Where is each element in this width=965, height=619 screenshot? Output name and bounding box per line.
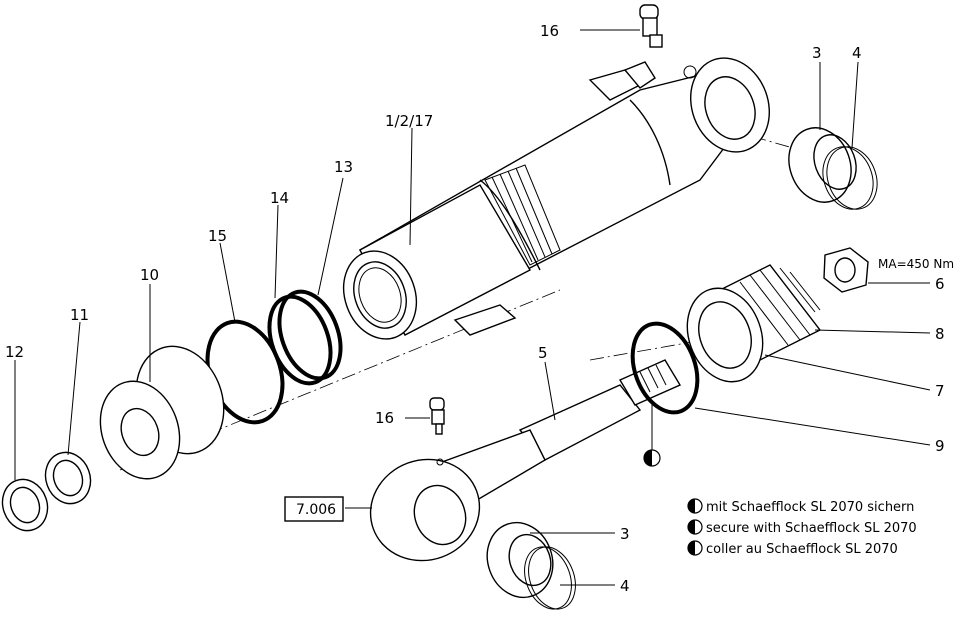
label-3-top: 3 — [812, 44, 822, 62]
cylinder-tube — [342, 61, 761, 340]
upper-eye — [683, 57, 771, 153]
piston — [686, 264, 822, 383]
legend: mit Schaefflock SL 2070 sichern secure w… — [687, 498, 917, 557]
label-12: 12 — [5, 343, 24, 361]
legend-line-de: mit Schaefflock SL 2070 sichern — [706, 500, 914, 515]
label-11: 11 — [70, 306, 89, 324]
half-filled-circle-icon — [687, 498, 703, 514]
leader-lines — [14, 29, 931, 586]
reference-number: 7.006 — [296, 502, 336, 518]
label-16-bottom: 16 — [375, 409, 394, 427]
legend-line-fr: coller au Schaefflock SL 2070 — [706, 542, 898, 557]
label-16-top: 16 — [540, 22, 559, 40]
grease-nipple-bottom — [429, 397, 445, 435]
grease-nipple-top — [639, 4, 663, 48]
label-14: 14 — [270, 189, 289, 207]
upper-circlip — [822, 146, 878, 210]
wiper-ring — [44, 451, 92, 505]
label-10: 10 — [140, 266, 159, 284]
label-5: 5 — [538, 344, 548, 362]
reference-box — [284, 496, 344, 522]
legend-line-en: secure with Schaefflock SL 2070 — [706, 521, 917, 536]
label-1-2-17: 1/2/17 — [385, 112, 433, 130]
label-15: 15 — [208, 227, 227, 245]
gland-nut — [99, 345, 225, 480]
label-7: 7 — [935, 382, 945, 400]
label-4-top: 4 — [852, 44, 862, 62]
lower-bushing — [486, 521, 554, 599]
hex-nut — [823, 247, 869, 293]
label-9: 9 — [935, 437, 945, 455]
label-3-bottom: 3 — [620, 525, 630, 543]
label-4-bottom: 4 — [620, 577, 630, 595]
label-13: 13 — [334, 158, 353, 176]
upper-bushing — [788, 127, 857, 203]
piston-rod — [518, 359, 682, 461]
lower-eye — [369, 429, 546, 562]
label-8: 8 — [935, 325, 945, 343]
half-filled-circle-icon — [643, 449, 661, 467]
half-filled-circle-icon — [687, 540, 703, 556]
scraper-ring — [1, 478, 49, 532]
lower-circlip — [524, 546, 576, 610]
half-filled-circle-icon — [687, 519, 703, 535]
torque-spec: MA=450 Nm — [878, 257, 954, 271]
seal-9 — [630, 321, 700, 415]
label-6: 6 — [935, 275, 945, 293]
rod-axis — [589, 329, 761, 361]
